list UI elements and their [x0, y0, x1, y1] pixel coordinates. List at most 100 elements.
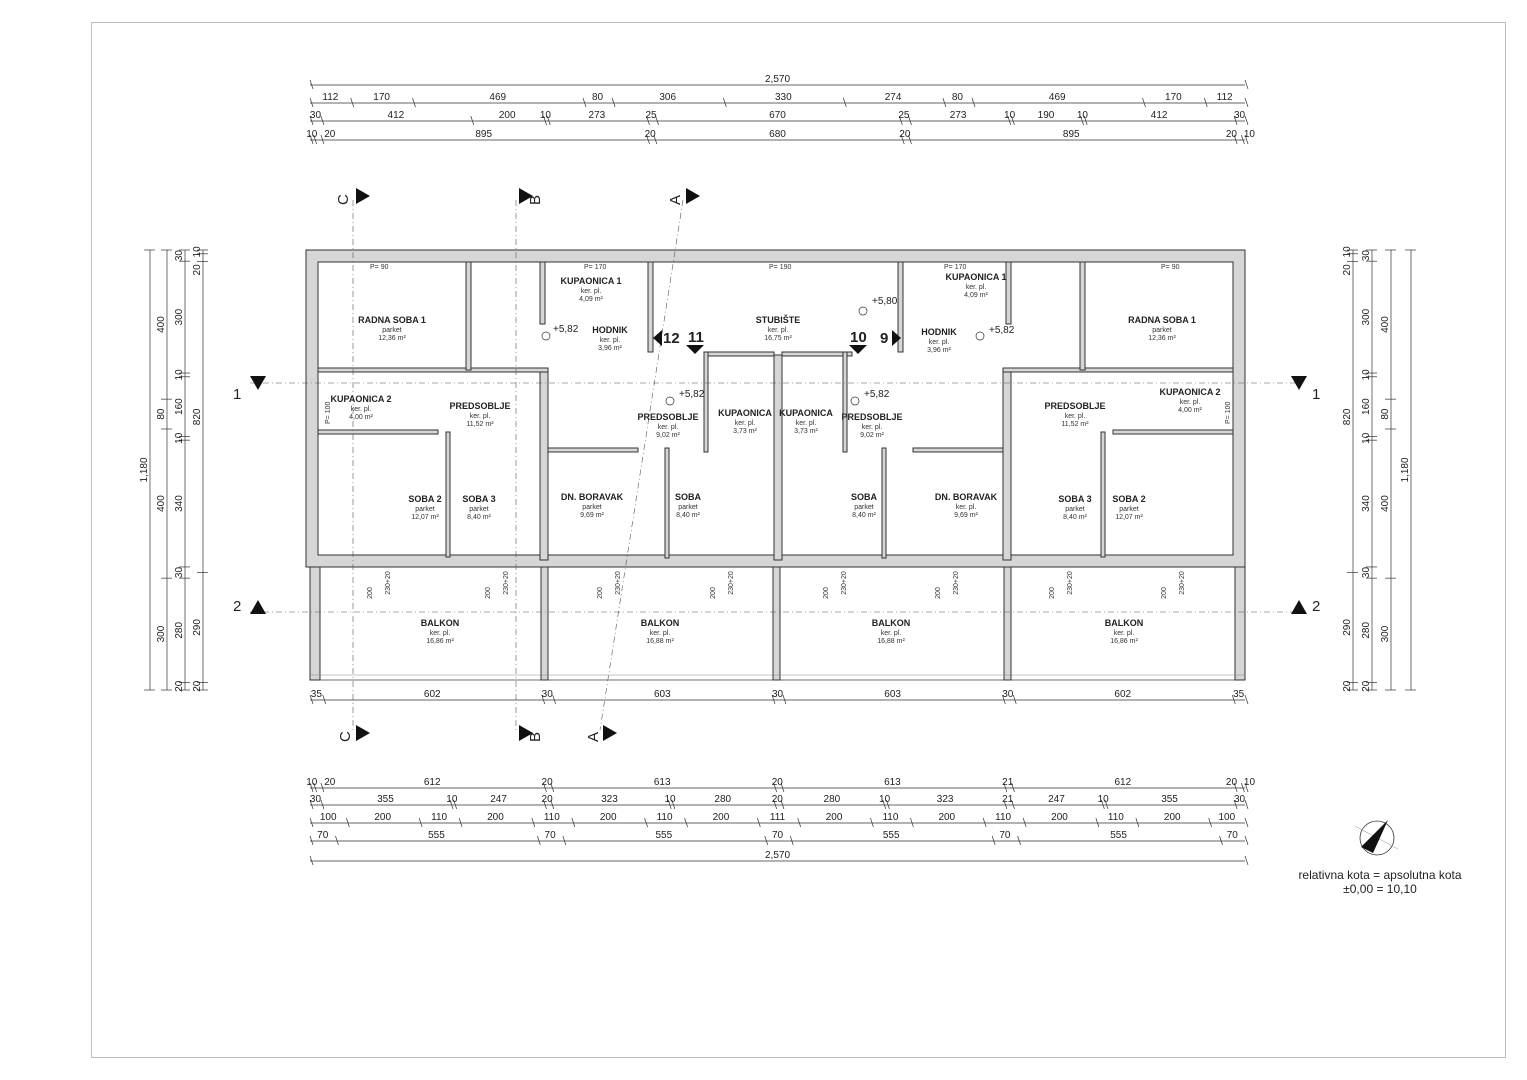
dimension-value-right: 280: [1361, 622, 1372, 639]
dimension-value-balcony: 30: [772, 689, 784, 700]
dimension-value-bottom: 200: [1164, 812, 1181, 823]
dimension-value-bottom: 70: [317, 830, 329, 841]
dimension-value-top: 412: [388, 110, 405, 121]
dimension-value-right: 20: [1342, 264, 1353, 276]
dimension-value-bottom: 30: [1234, 794, 1246, 805]
room-floor: parket: [382, 327, 402, 334]
level-marker: +5,82: [665, 389, 705, 406]
dimension-value-top: 20: [324, 129, 336, 140]
dimension-value-top: 10: [306, 129, 318, 140]
dimension-value-top: 330: [775, 92, 792, 103]
window-width: 200: [935, 587, 942, 599]
dimension-value-right: 820: [1342, 408, 1353, 425]
walls: [305, 249, 1246, 568]
dimension-value-right: 290: [1342, 619, 1353, 636]
svg-text:A: A: [667, 195, 684, 205]
svg-text:9: 9: [880, 330, 888, 347]
room-name: SOBA 3: [1058, 494, 1091, 504]
room-name: PREDSOBLJE: [1044, 401, 1105, 411]
room-area: 16,88 m²: [877, 638, 905, 645]
window-height: 230+20: [728, 571, 735, 595]
room-area: 12,36 m²: [378, 335, 406, 342]
window-height: 230+20: [385, 571, 392, 595]
room-floor: parket: [415, 506, 435, 513]
room-floor: ker. pl.: [966, 284, 987, 291]
level-marker: +5,82: [541, 324, 579, 341]
dimension-value-top: 30: [1234, 110, 1246, 121]
room-floor: ker. pl.: [862, 424, 883, 431]
dimension-value-bottom: 20: [1226, 777, 1238, 788]
dimension-value-left: 30: [174, 250, 185, 262]
room-area: 12,07 m²: [411, 514, 439, 521]
dimension-value-left: 1,180: [139, 457, 150, 482]
section-marker-11: 11: [686, 329, 704, 354]
dimension-value-bottom: 612: [424, 777, 441, 788]
room-floor: ker. pl.: [1114, 630, 1135, 637]
room-area: 4,00 m²: [349, 414, 373, 421]
dimension-value-bottom: 10: [446, 794, 458, 805]
room-area: 9,02 m²: [860, 432, 884, 439]
dimension-value-top: 273: [589, 110, 606, 121]
dimension-value-left: 300: [156, 625, 167, 642]
room-name: DN. BORAVAK: [935, 492, 998, 502]
section-marker-10: 10: [849, 329, 867, 354]
dimension-value-bottom: 100: [320, 812, 337, 823]
dimension-value-top: 273: [950, 110, 967, 121]
dimension-value-bottom: 555: [655, 830, 672, 841]
dimension-value-bottom: 20: [324, 777, 336, 788]
room-area: 9,02 m²: [656, 432, 680, 439]
room-name: KUPAONICA 2: [330, 394, 391, 404]
dimension-value-balcony: 30: [542, 689, 554, 700]
room-floor: parket: [582, 504, 602, 511]
window-width: 200: [597, 587, 604, 599]
dimension-value-bottom: 247: [1048, 794, 1065, 805]
dimension-value-balcony: 602: [424, 689, 441, 700]
dimension-value-left: 20: [192, 680, 203, 692]
svg-text:P= 100: P= 100: [325, 402, 332, 424]
dimension-value-top: 10: [540, 110, 552, 121]
room-area: 8,40 m²: [467, 514, 491, 521]
dimension-value-top: 469: [489, 92, 506, 103]
room-area: 9,69 m²: [954, 512, 978, 519]
dimension-value-top: 274: [885, 92, 902, 103]
dimension-value-left: 300: [174, 308, 185, 325]
dimension-value-bottom: 613: [654, 777, 671, 788]
dimension-value-left: 400: [156, 316, 167, 333]
svg-text:B: B: [527, 195, 544, 205]
window-height: 230+20: [615, 571, 622, 595]
dimension-value-right: 80: [1380, 408, 1391, 420]
dimension-value-bottom: 100: [1218, 812, 1235, 823]
dimension-value-bottom: 10: [1098, 794, 1110, 805]
room-name: PREDSOBLJE: [841, 412, 902, 422]
level-markers: +5,82 +5,82 +5,80 +5,82 +5,82: [541, 296, 1015, 406]
dimension-value-right: 1,180: [1400, 457, 1411, 482]
dimension-value-bottom: 110: [431, 812, 447, 823]
dimension-value-right: 400: [1380, 316, 1391, 333]
svg-text:C: C: [335, 194, 352, 205]
room-area: 4,09 m²: [964, 292, 988, 299]
dimension-value-top: 10: [1077, 110, 1089, 121]
dimension-value-right: 20: [1361, 680, 1372, 692]
dimension-value-left: 400: [156, 495, 167, 512]
window-width: 200: [1049, 587, 1056, 599]
dimension-value-balcony: 35: [311, 689, 323, 700]
window-width: 200: [367, 587, 374, 599]
dimension-value-bottom: 355: [377, 794, 394, 805]
dimension-value-right: 300: [1361, 308, 1372, 325]
dimension-value-left: 80: [156, 408, 167, 420]
room-area: 11,52 m²: [466, 421, 494, 428]
section-marker-a-top: A: [667, 188, 700, 205]
dimension-value-right: 10: [1361, 432, 1372, 444]
dimension-value-top: 112: [322, 92, 338, 103]
window-width: 200: [823, 587, 830, 599]
svg-text:P= 100: P= 100: [1225, 402, 1232, 424]
room-area: 3,73 m²: [794, 428, 818, 435]
room-floor: ker. pl.: [650, 630, 671, 637]
dimension-value-bottom: 20: [772, 794, 784, 805]
svg-text:1: 1: [233, 386, 241, 403]
